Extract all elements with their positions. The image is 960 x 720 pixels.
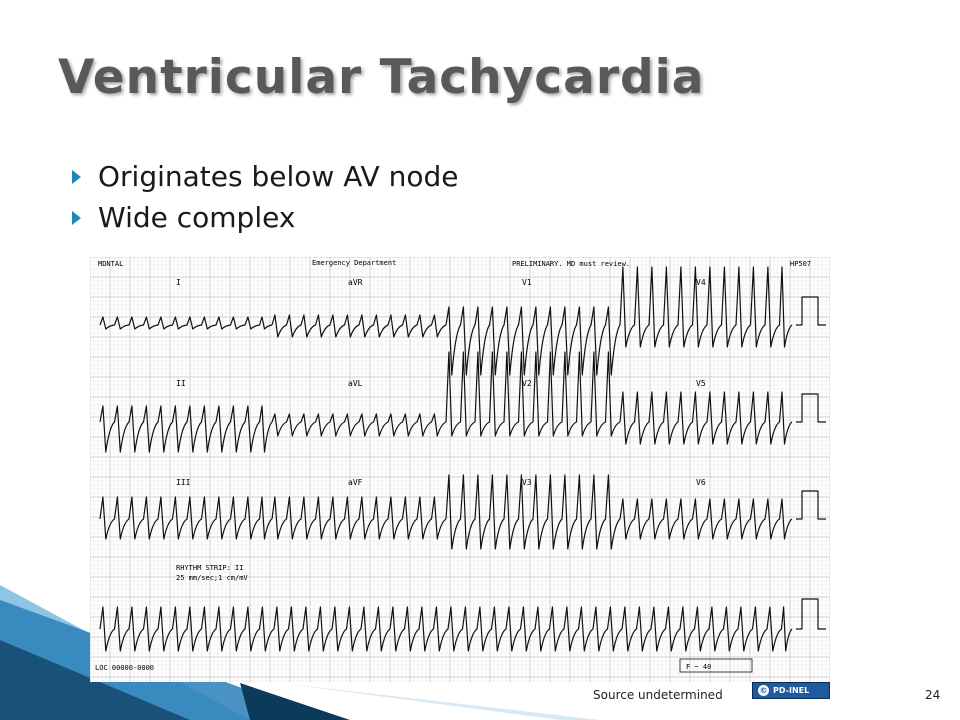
- ecg-lead-trace: [271, 314, 447, 338]
- ecg-header-right: PRELIMINARY. MD must review.: [512, 260, 630, 268]
- lead-label-v1: V1: [522, 278, 532, 287]
- ecg-traces: [99, 266, 826, 673]
- lead-label-v2: V2: [522, 379, 532, 388]
- lead-label-v3: V3: [522, 478, 532, 487]
- ecg-rhythm-strip-trace: [99, 606, 793, 652]
- ecg-lead-trace: [99, 316, 273, 330]
- ecg-footer-box: [679, 658, 753, 673]
- slide-title: Ventricular Tachycardia: [58, 50, 705, 105]
- ecg-header-center: Emergency Department: [312, 259, 396, 267]
- ecg-lead-trace: [271, 496, 447, 540]
- ecg-tracing-image: MDNTAL Emergency Department PRELIMINARY.…: [90, 257, 830, 682]
- lead-label-ii: II: [176, 379, 186, 388]
- ecg-calibration-pulse: [796, 490, 826, 520]
- ecg-lead-trace: [445, 474, 621, 550]
- bullet-item: Originates below AV node: [72, 160, 459, 201]
- lead-label-avf: aVF: [348, 478, 363, 487]
- ecg-speed-label: 25 mm/sec;1 cm/mV: [176, 574, 248, 582]
- license-badge: © PD-INEL: [752, 682, 830, 699]
- ecg-lead-trace: [619, 391, 793, 445]
- ecg-calibration-pulse: [796, 393, 826, 423]
- ecg-lead-trace: [445, 351, 621, 437]
- lead-label-avl: aVL: [348, 379, 363, 388]
- ecg-paper: [90, 257, 830, 682]
- deco-dark-wedge: [240, 683, 350, 720]
- ecg-lead-trace: [445, 306, 621, 376]
- bullet-arrow-icon: [72, 170, 81, 184]
- bullet-arrow-icon: [72, 211, 81, 225]
- lead-label-v5: V5: [696, 379, 706, 388]
- ecg-lead-trace: [619, 498, 793, 540]
- ecg-lead-trace: [271, 413, 447, 437]
- bullet-text: Wide complex: [98, 201, 296, 234]
- ecg-header-left: MDNTAL: [98, 260, 123, 268]
- bullet-item: Wide complex: [72, 201, 459, 242]
- ecg-device-id: HP507: [790, 260, 811, 268]
- ecg-lead-trace: [619, 266, 793, 348]
- ecg-footer-left: LOC 00000-0000: [95, 664, 154, 672]
- lead-label-i: I: [176, 278, 181, 287]
- source-note: Source undetermined: [593, 688, 723, 702]
- ecg-lead-trace: [99, 405, 273, 453]
- page-number: 24: [925, 688, 941, 702]
- ecg-lead-trace: [99, 496, 273, 540]
- lead-label-iii: III: [176, 478, 191, 487]
- rhythm-strip-label: RHYTHM STRIP: II: [176, 564, 243, 572]
- deco-pale-wedge: [280, 683, 600, 720]
- bullet-text: Originates below AV node: [98, 160, 459, 193]
- lead-label-v4: V4: [696, 278, 706, 287]
- bullet-list: Originates below AV node Wide complex: [72, 160, 459, 242]
- public-domain-icon: ©: [758, 685, 769, 696]
- ecg-major-grid: [90, 257, 830, 682]
- ecg-calibration-pulse: [796, 296, 826, 326]
- license-badge-label: PD-INEL: [773, 686, 810, 695]
- lead-label-avr: aVR: [348, 278, 363, 287]
- ecg-footer-right: F ~ 40: [686, 663, 711, 671]
- lead-label-v6: V6: [696, 478, 706, 487]
- ecg-calibration-pulse: [796, 598, 826, 630]
